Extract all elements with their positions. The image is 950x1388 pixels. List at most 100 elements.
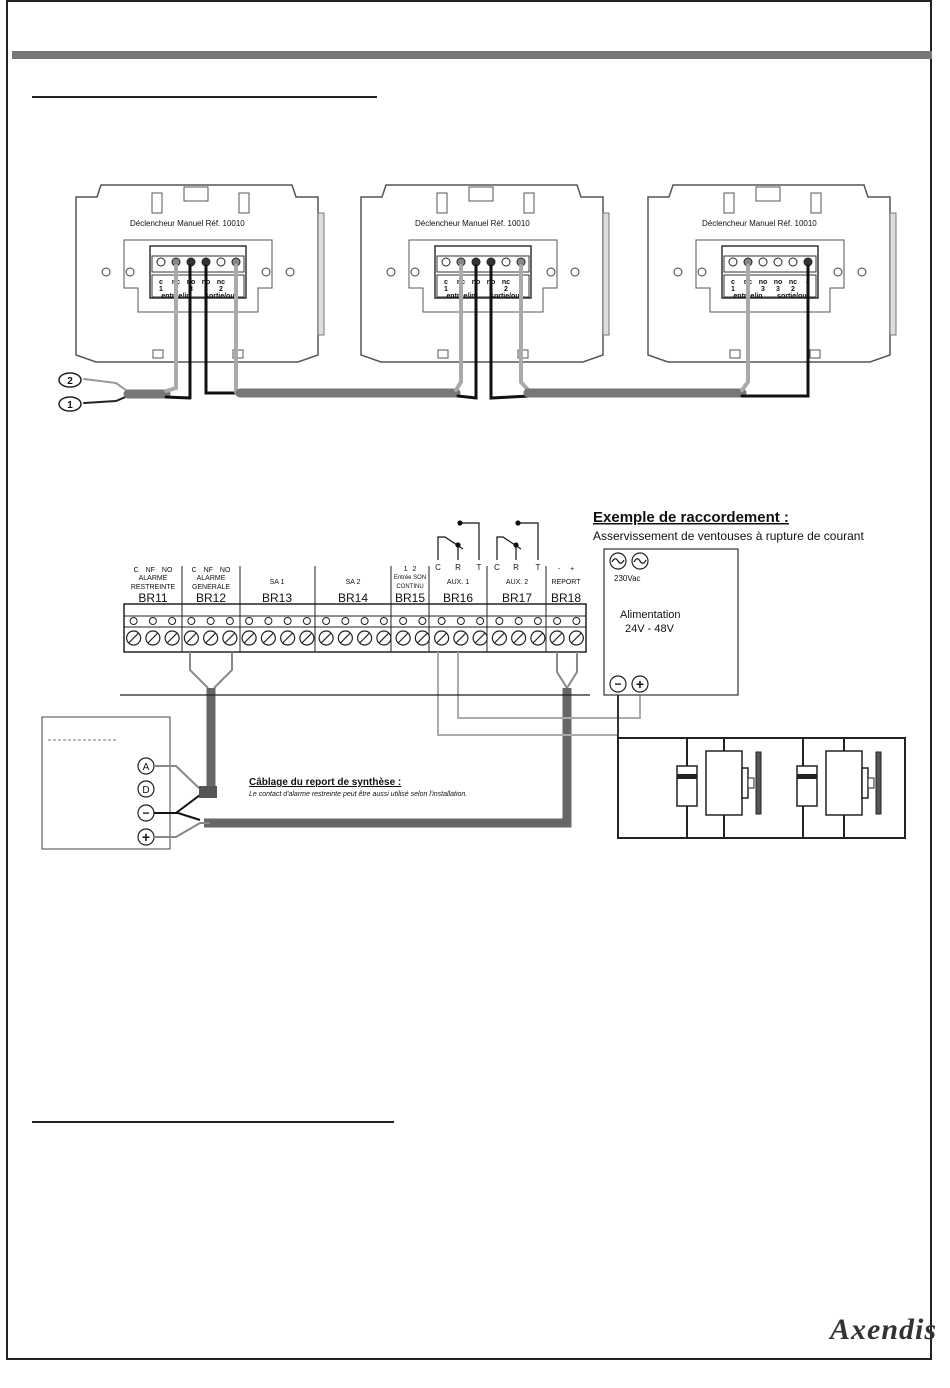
strip-terminal-hole [129, 617, 138, 625]
block-desc: ALARME [139, 575, 168, 582]
terminal-label: nc [502, 279, 510, 286]
block-desc: GENERALE [192, 584, 230, 591]
strip-terminal-slot [243, 632, 255, 644]
relay-pin-r: R [513, 563, 519, 572]
strip-terminal-slot [455, 632, 467, 644]
report-pin-minus-label: − [142, 806, 149, 820]
block-pins: C NF NO [192, 567, 231, 574]
block-id: BR18 [551, 591, 581, 605]
block-desc: SA 1 [270, 579, 285, 586]
fixing-hole [386, 267, 396, 277]
strip-terminal-hole [379, 617, 388, 625]
ac-symbol-icon [609, 552, 627, 570]
power-range: 24V - 48V [625, 623, 675, 635]
ac-symbol-icon [631, 552, 649, 570]
block-id: BR14 [338, 591, 368, 605]
strip-terminal-hole [476, 617, 485, 625]
section-underline-bottom [32, 1121, 394, 1123]
example-subtitle: Asservissement de ventouses à rupture de… [593, 529, 864, 543]
header-bar [12, 51, 932, 59]
terminal-block-dividers [181, 566, 547, 652]
fixing-hole [570, 267, 580, 277]
block-pins: - + [558, 566, 574, 573]
power-minus-label: − [614, 677, 621, 691]
magnetic-door-holder-2 [796, 738, 882, 838]
block-id: BR16 [443, 591, 473, 605]
strip-terminal-slot [474, 632, 486, 644]
strip-terminal-hole [553, 617, 562, 625]
power-supply: 230Vac Alimentation 24V - 48V − + [603, 548, 739, 696]
strip-terminal-hole [514, 617, 523, 625]
terminal-screw [186, 257, 196, 267]
fixing-hole [673, 267, 683, 277]
terminal-number: 1 [731, 286, 735, 293]
strip-terminal-slot [513, 632, 525, 644]
strip-terminal-slot [570, 632, 582, 644]
terminal-screw [441, 257, 451, 267]
strip-terminal-slot [532, 632, 544, 644]
detector-ref-label: Déclencheur Manuel Réf. 10010 [130, 219, 245, 228]
strip-terminal-hole [399, 617, 408, 625]
strip-terminal-hole [533, 617, 542, 625]
terminal-label: nc [217, 279, 225, 286]
strip-terminal-slot [416, 632, 428, 644]
terminal-label: no [774, 279, 783, 286]
terminal-screws [728, 257, 813, 267]
relay-pin-t: T [477, 563, 482, 572]
strip-terminal-slot [128, 632, 140, 644]
detector-ref-label: Déclencheur Manuel Réf. 10010 [702, 219, 817, 228]
terminal-label: c [731, 279, 735, 286]
fixing-hole [410, 267, 420, 277]
block-desc: AUX. 1 [447, 579, 469, 586]
fixing-hole [101, 267, 111, 277]
strip-terminal-slot [282, 632, 294, 644]
strip-terminal-slot [339, 632, 351, 644]
block-pins: 1 2 [404, 566, 417, 573]
detector-loop-wiring [83, 264, 810, 404]
terminal-screw [156, 257, 166, 267]
out-label: sortie/out [205, 293, 238, 300]
wire-number-2-label: 2 [67, 376, 73, 387]
terminal-screw [216, 257, 226, 267]
fixing-hole [285, 267, 295, 277]
block-pins: C NF NO [134, 567, 173, 574]
power-plus-terminal: + [631, 675, 649, 693]
wire-number-2: 2 [58, 372, 82, 388]
report-pin-a-label: A [143, 762, 150, 773]
strip-terminal-hole [187, 617, 196, 625]
block-desc: CONTINU [396, 584, 423, 590]
relay-pin-c: C [494, 563, 500, 572]
fixing-hole [857, 267, 867, 277]
out-label: sortie/out [490, 293, 523, 300]
power-minus-terminal: − [609, 675, 627, 693]
strip-terminal-slot [436, 632, 448, 644]
strip-terminal-hole [437, 617, 446, 625]
manual-call-point-1: Déclencheur Manuel Réf. 10010 c nc no no… [75, 184, 325, 363]
strip-terminal-slot [205, 632, 217, 644]
power-plus-label: + [636, 676, 644, 692]
terminal-screw [501, 257, 511, 267]
fixing-hole [125, 267, 135, 277]
strip-terminal-hole [418, 617, 427, 625]
strip-terminals [126, 617, 584, 646]
report-box-wiring [154, 765, 217, 838]
strip-terminal-slot [224, 632, 236, 644]
terminal-screw [758, 257, 768, 267]
relay-contact-aux1 [437, 520, 480, 560]
strip-terminal-slot [493, 632, 505, 644]
block-id: BR11 [138, 591, 167, 605]
strip-terminal-hole [341, 617, 350, 625]
cabling-note: Le contact d'alarme restreinte peut être… [249, 791, 467, 798]
strip-terminal-hole [456, 617, 465, 625]
block-desc: AUX. 2 [506, 579, 528, 586]
block-id: BR15 [395, 591, 425, 605]
strip-terminal-slot [320, 632, 332, 644]
report-pin-d-label: D [142, 785, 149, 796]
report-pin-a: A [137, 757, 155, 775]
strip-terminal-slot [359, 632, 371, 644]
strip-terminal-hole [495, 617, 504, 625]
block-desc: Entrée SON [394, 575, 426, 581]
fixing-hole [261, 267, 271, 277]
out-label: sortie/out [777, 293, 810, 300]
